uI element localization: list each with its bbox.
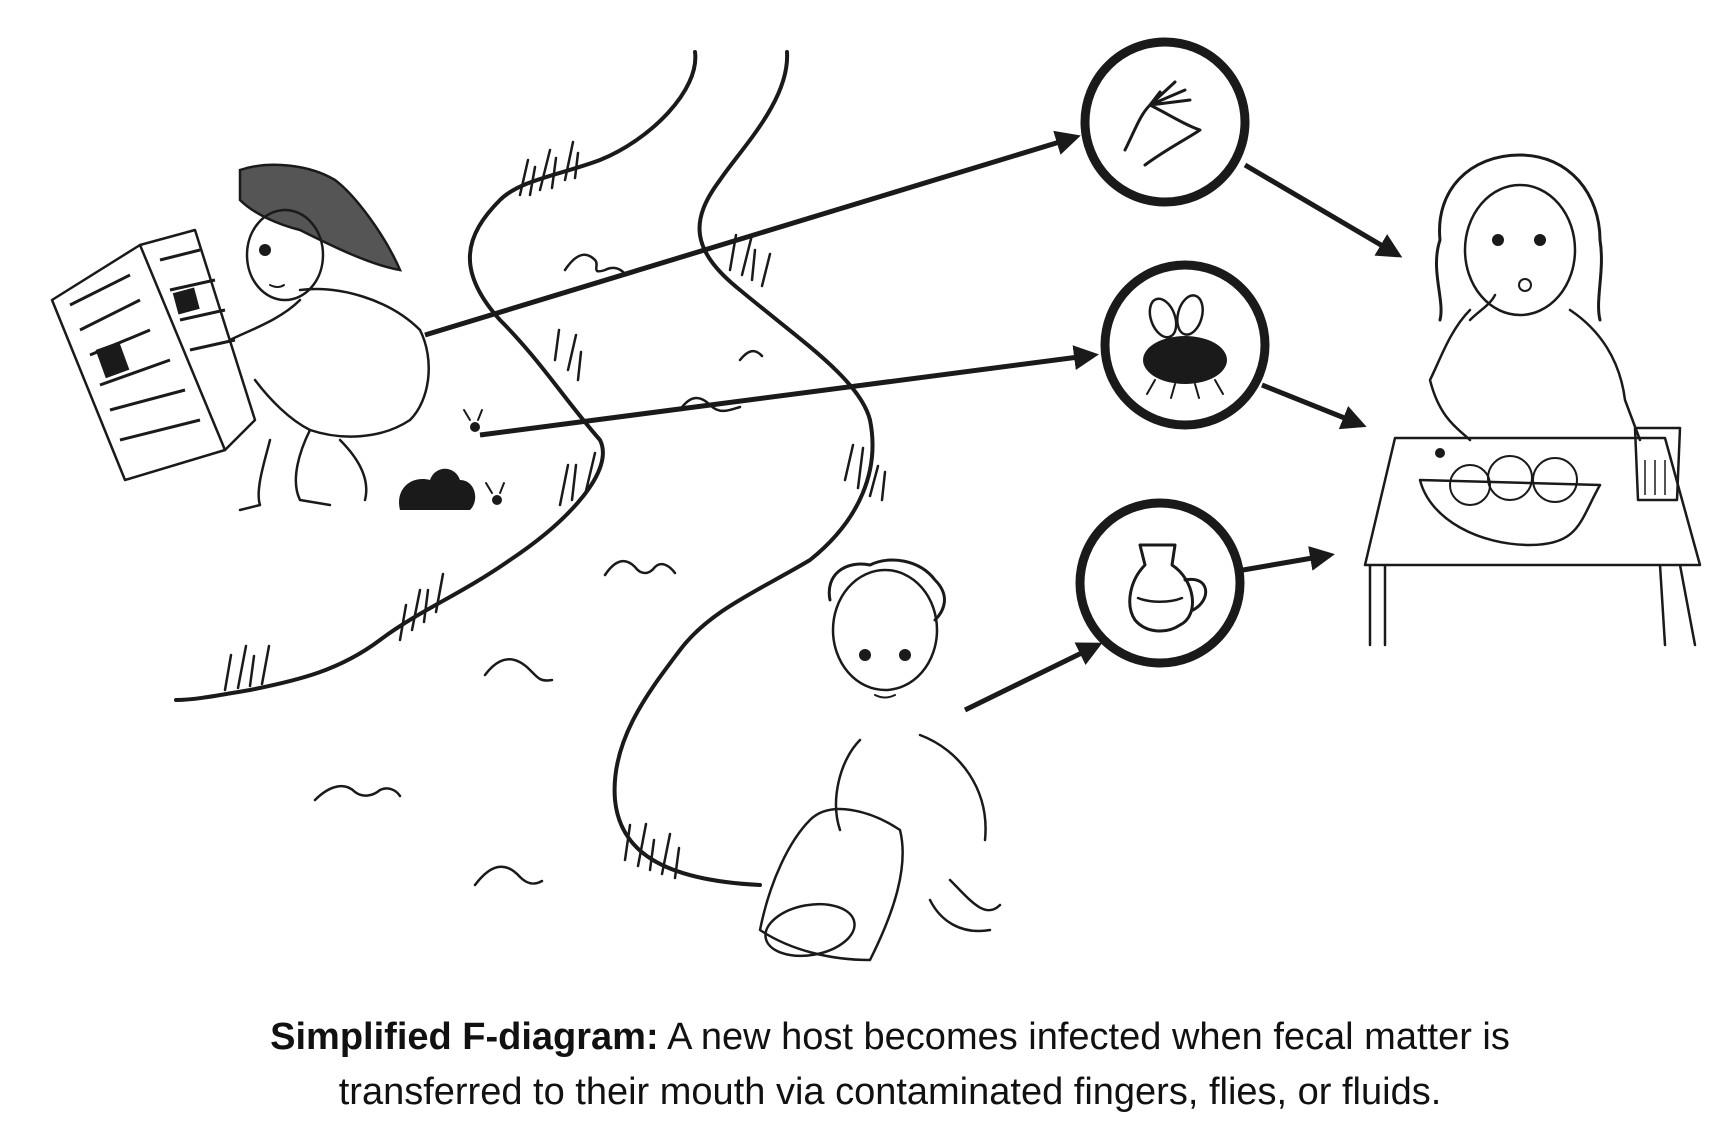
new-host-illustration bbox=[1363, 153, 1702, 647]
infected-person-illustration bbox=[50, 163, 430, 512]
feces-pile bbox=[399, 468, 476, 510]
caption-line-1-text: A new host becomes infected when fecal m… bbox=[658, 1016, 1510, 1058]
bucket bbox=[758, 807, 904, 962]
arrow-fluids-to-host bbox=[1242, 546, 1335, 573]
fly-icon bbox=[1143, 294, 1227, 399]
arrow-bucket-to-fluids bbox=[963, 642, 1103, 713]
river-right-bank bbox=[612, 50, 875, 887]
pathway-fluids bbox=[1075, 498, 1245, 668]
grass-tufts bbox=[223, 140, 887, 880]
hand-icon bbox=[1123, 80, 1202, 167]
caption-bold-label: Simplified F-diagram: bbox=[270, 1016, 659, 1058]
girl-hair bbox=[1435, 153, 1603, 322]
caption-line-1: Simplified F-diagram: A new host becomes… bbox=[150, 1010, 1630, 1065]
river-illustration bbox=[174, 50, 887, 887]
newspaper-illustration bbox=[50, 228, 257, 482]
child-with-bucket-illustration bbox=[758, 558, 1002, 962]
water-waves bbox=[313, 253, 764, 887]
pathway-fingers bbox=[1080, 37, 1250, 207]
boy-hair bbox=[827, 558, 946, 622]
arrow-fingers-to-host bbox=[1243, 162, 1403, 258]
arrow-feces-to-flies bbox=[479, 345, 1099, 438]
table bbox=[1363, 436, 1702, 647]
jug-icon bbox=[1128, 543, 1208, 633]
pathway-flies bbox=[1100, 260, 1270, 430]
f-diagram-illustration bbox=[50, 37, 1702, 962]
glass bbox=[1633, 426, 1682, 502]
small-fly-icons bbox=[463, 409, 505, 505]
arrow-person-to-fingers bbox=[424, 130, 1081, 338]
transmission-arrows bbox=[424, 130, 1403, 713]
fruit-bowl bbox=[1418, 478, 1602, 547]
figure-caption: Simplified F-diagram: A new host becomes… bbox=[150, 1010, 1630, 1120]
caption-line-2: transferred to their mouth via contamina… bbox=[338, 1071, 1442, 1113]
straw-hat bbox=[238, 163, 403, 272]
river-left-bank bbox=[174, 50, 698, 702]
arrow-flies-to-host bbox=[1261, 382, 1367, 430]
